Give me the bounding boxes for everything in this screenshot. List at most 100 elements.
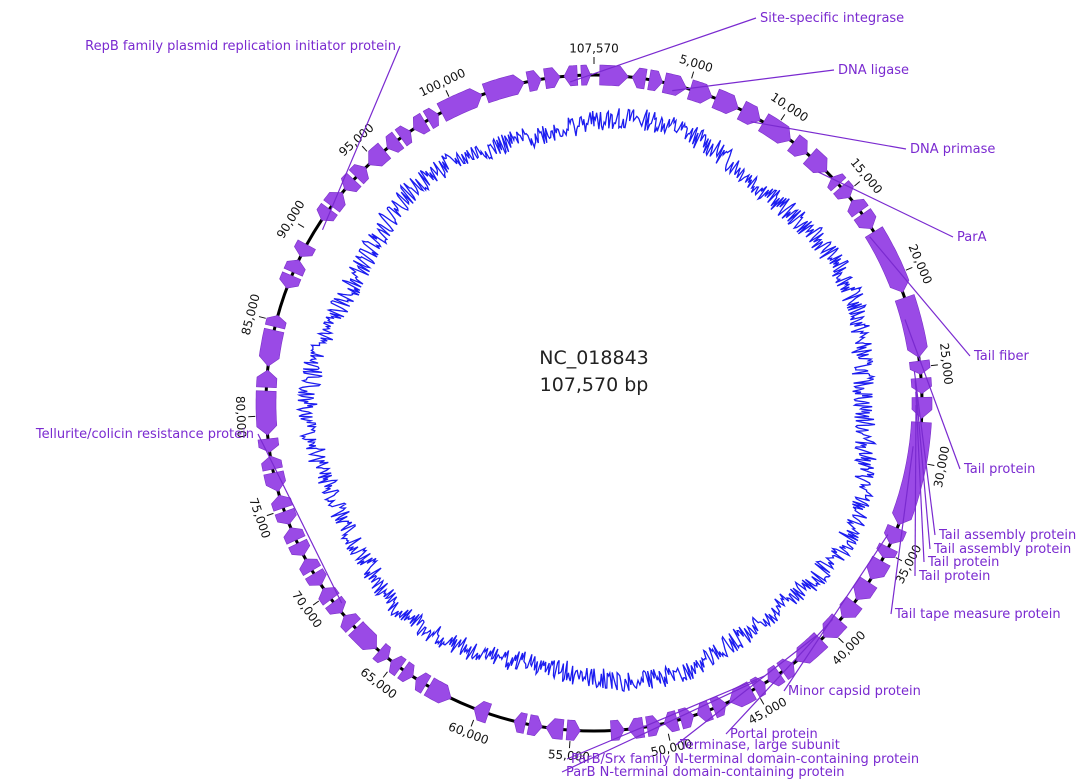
gc-content-trace (295, 108, 878, 693)
tick-label-3: 5,000 (678, 52, 715, 75)
tick-mark-20 (297, 223, 305, 228)
gene-feature-25 (839, 596, 863, 618)
tick-label-8: 30,000 (931, 445, 952, 489)
gene-feature-63 (256, 369, 278, 389)
tick-label-13: 55,000 (547, 747, 590, 764)
annotation-label-13: Portal protein (730, 727, 818, 742)
gene-feature-34 (677, 707, 695, 730)
gene-feature-54 (299, 558, 322, 577)
gene-feature-20 (892, 421, 932, 526)
annotation-leader-5 (869, 236, 971, 357)
tick-label-17: 75,000 (246, 496, 273, 540)
gene-feature-12 (833, 180, 854, 200)
annotation-leader-14 (675, 634, 818, 746)
gene-feature-15 (864, 226, 910, 293)
gene-feature-48 (372, 642, 391, 664)
gene-feature-7 (736, 100, 761, 125)
annotation-leader-10 (914, 404, 917, 577)
gene-feature-55 (288, 538, 311, 556)
annotation-label-8: Tail assembly protein (933, 542, 1071, 557)
gene-feature-49 (348, 621, 377, 651)
gene-feature-50 (340, 613, 361, 633)
annotation-label-7: Tail assembly protein (938, 528, 1076, 543)
gene-feature-69 (316, 202, 338, 222)
gene-feature-82 (563, 65, 579, 87)
annotation-leader-11 (890, 446, 914, 615)
gene-feature-26 (822, 613, 848, 639)
annotation-label-16: ParB N-terminal domain-containing protei… (566, 765, 845, 780)
tick-label-14: 60,000 (446, 719, 490, 747)
gene-feature-46 (397, 661, 415, 683)
tick-mark-7 (930, 364, 938, 367)
tick-mark-1 (445, 90, 450, 97)
tick-label-20: 90,000 (274, 198, 308, 241)
tick-mark-4 (780, 114, 786, 121)
gene-feature-71 (340, 172, 362, 193)
gene-feature-17 (909, 359, 931, 375)
gene-feature-79 (481, 74, 525, 104)
gene-feature-43 (473, 700, 492, 724)
annotation-label-10: Tail protein (918, 569, 990, 584)
tick-label-18: 80,000 (233, 396, 249, 439)
gene-feature-76 (412, 112, 431, 135)
gene-feature-42 (513, 712, 528, 734)
annotation-label-11: Tail tape measure protein (894, 607, 1061, 622)
gene-feature-77 (422, 107, 439, 130)
tick-mark-3 (691, 71, 695, 79)
gene-feature-67 (283, 259, 306, 277)
annotation-leader-16 (561, 680, 758, 773)
gene-feature-53 (304, 568, 327, 586)
tick-mark-21 (361, 145, 368, 152)
gene-feature-45 (414, 672, 432, 694)
annotation-leader-15 (566, 675, 766, 760)
gene-feature-61 (257, 437, 280, 453)
gene-feature-8 (757, 113, 791, 144)
gene-feature-52 (318, 587, 340, 606)
gene-feature-38 (610, 719, 625, 741)
annotation-leader-2 (672, 69, 835, 92)
gene-feature-66 (279, 271, 302, 289)
gene-feature-64 (258, 327, 285, 367)
tick-mark-8 (927, 463, 935, 466)
gene-feature-14 (853, 208, 877, 230)
gene-feature-5 (686, 79, 713, 104)
gene-feature-9 (787, 134, 808, 157)
tick-mark-17 (266, 512, 274, 517)
tick-mark-15 (382, 671, 388, 678)
sequence-accession: NC_018843 (539, 347, 649, 369)
annotation-leader-12 (783, 534, 889, 692)
annotation-label-3: DNA primase (910, 142, 995, 157)
annotation-label-12: Minor capsid protein (788, 684, 921, 699)
gene-feature-75 (394, 125, 413, 147)
annotation-label-9: Tail protein (927, 555, 999, 570)
sequence-length: 107,570 bp (540, 374, 649, 396)
gene-feature-68 (294, 239, 316, 257)
annotation-leader-8 (914, 380, 931, 550)
annotation-label-17: Tellurite/colicin resistance protein (35, 427, 254, 442)
tick-mark-14 (470, 719, 475, 727)
gene-feature-73 (368, 142, 392, 167)
annotation-leader-9 (915, 391, 925, 563)
gene-feature-56 (283, 527, 306, 545)
gene-feature-44 (423, 677, 452, 704)
gene-feature-36 (645, 715, 661, 737)
gene-feature-22 (876, 542, 898, 558)
annotation-label-18: RepB family plasmid replication initiato… (85, 39, 396, 54)
gene-feature-32 (709, 696, 727, 719)
gene-feature-21 (883, 524, 907, 545)
annotation-label-2: DNA ligase (838, 63, 909, 78)
gene-feature-80 (525, 70, 542, 92)
gene-feature-78 (436, 88, 483, 122)
gene-feature-11 (827, 173, 847, 192)
gene-feature-59 (263, 470, 286, 492)
tick-layer: 100,000107,5705,00010,00015,00020,00025,… (233, 42, 956, 765)
tick-mark-6 (905, 266, 913, 271)
gene-feature-47 (388, 655, 407, 677)
tick-label-5: 15,000 (848, 155, 886, 196)
tick-mark-11 (759, 698, 765, 705)
gene-feature-6 (711, 88, 739, 115)
annotation-leader-6 (904, 319, 961, 470)
gene-feature-13 (847, 198, 869, 218)
